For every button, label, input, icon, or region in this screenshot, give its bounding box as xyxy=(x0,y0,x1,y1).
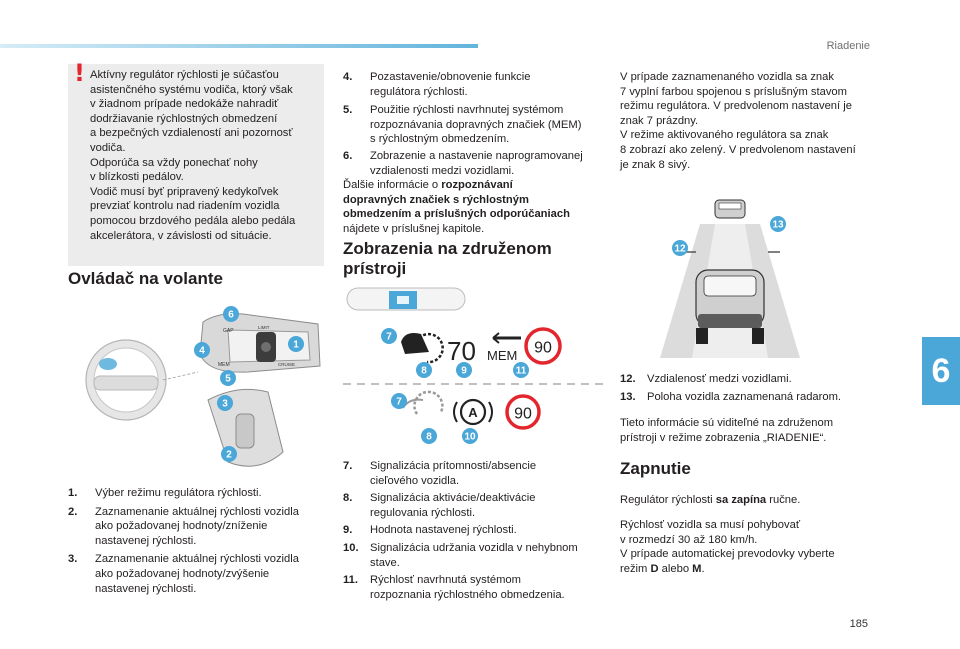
callout-1: 1 xyxy=(288,336,304,352)
mem-label: MEM xyxy=(218,362,230,368)
callout-5: 5 xyxy=(220,370,236,386)
svg-text:5: 5 xyxy=(225,374,231,385)
page-number: 185 xyxy=(849,618,868,630)
warning-text: Aktívny regulátor rýchlosti je súčasťou … xyxy=(90,69,296,242)
col1-list: 1.Výber režimu regulátora rýchlosti. 2.Z… xyxy=(68,486,328,600)
svg-text:2: 2 xyxy=(226,450,232,461)
col3-paragraph-3: Regulátor rýchlosti sa zapína ručne. xyxy=(620,494,801,506)
callout-3: 3 xyxy=(217,395,233,411)
heading-zobrazenia: Zobrazenia na združenom prístroji xyxy=(343,239,552,278)
speedometer-grey-icon xyxy=(413,390,444,415)
svg-text:13: 13 xyxy=(772,220,784,231)
svg-text:90: 90 xyxy=(534,340,552,357)
speed-limit-sign-icon-2 xyxy=(505,394,541,430)
speedometer-icon xyxy=(418,332,444,364)
list-item: 7.Signalizácia prítomnosti/absencie cieľ… xyxy=(343,460,537,487)
warning-icon: ! xyxy=(74,59,85,87)
callout-8b: 8 xyxy=(421,428,437,444)
svg-text:7: 7 xyxy=(396,397,402,408)
callout-13: 13 xyxy=(770,216,786,232)
col2-list-top: 4.Pozastavenie/obnovenie funkcie regulát… xyxy=(343,70,603,178)
callout-11: 11 xyxy=(513,362,529,378)
set-speed-value: 70 xyxy=(447,336,476,366)
list-item: 4.Pozastavenie/obnovenie funkcie regulát… xyxy=(343,71,531,98)
cruise-label: CRUISE xyxy=(278,362,295,367)
radar-figure: 13 12 xyxy=(660,199,800,358)
svg-text:12: 12 xyxy=(674,244,686,255)
callout-10: 10 xyxy=(462,428,478,444)
heading-zapnutie: Zapnutie xyxy=(620,459,691,478)
list-item: 13.Poloha vozidla zaznamenaná radarom. xyxy=(620,390,842,403)
limit-label: LIMIT xyxy=(258,325,270,330)
target-vehicle-icon xyxy=(401,333,429,354)
callout-12: 12 xyxy=(672,240,688,256)
speed-limit-sign-icon xyxy=(524,327,562,365)
list-item: 10.Signalizácia udržania vozidla v nehyb… xyxy=(343,541,578,569)
svg-text:11: 11 xyxy=(516,366,527,377)
col3-paragraph-2: Tieto informácie sú viditeľné na združen… xyxy=(620,417,834,444)
callout-7: 7 xyxy=(381,328,397,344)
svg-text:9: 9 xyxy=(461,366,467,377)
col3-list: 12.Vzdialenosť medzi vozidlami. 13.Poloh… xyxy=(620,372,882,408)
cluster-display-figure: 70 MEM 90 A 90 7 8 9 11 7 8 10 xyxy=(343,287,605,444)
svg-text:90: 90 xyxy=(514,406,532,423)
gap-label: GAP xyxy=(223,328,234,334)
col2-list-bottom: 7.Signalizácia prítomnosti/absencie cieľ… xyxy=(343,459,605,606)
header-accent-bar xyxy=(0,44,478,48)
callout-7b: 7 xyxy=(391,393,407,409)
list-item: 2.Zaznamenanie aktuálnej rýchlosti vozid… xyxy=(68,505,299,547)
heading-ovladac: Ovládač na volante xyxy=(68,269,223,288)
list-item: 6.Zobrazenie a nastavenie naprogramovane… xyxy=(343,149,583,177)
mem-display-label: MEM xyxy=(487,348,517,363)
steering-control-figure: GAP MEM LIMIT CRUISE 6 4 1 5 3 2 xyxy=(68,302,333,474)
list-item: 9.Hodnota nastavenej rýchlosti. xyxy=(343,524,517,537)
svg-text:6: 6 xyxy=(228,310,234,321)
svg-text:1: 1 xyxy=(293,340,299,351)
more-info-paragraph: Ďalšie informácie o rozpoznávaní dopravn… xyxy=(343,179,570,235)
list-item: 11.Rýchlosť navrhnutá systémom rozpoznan… xyxy=(343,574,565,601)
svg-text:10: 10 xyxy=(464,432,476,443)
callout-9: 9 xyxy=(456,362,472,378)
callout-4: 4 xyxy=(194,342,210,358)
callout-6: 6 xyxy=(223,306,239,322)
svg-text:A: A xyxy=(468,405,478,420)
auto-hold-icon xyxy=(459,398,487,426)
svg-text:8: 8 xyxy=(421,366,427,377)
col3-paragraph-4: Rýchlosť vozidla sa musí pohybovať v roz… xyxy=(620,519,835,575)
svg-text:3: 3 xyxy=(222,399,228,410)
list-item: 12.Vzdialenosť medzi vozidlami. xyxy=(620,373,792,385)
list-item: 1.Výber režimu regulátora rýchlosti. xyxy=(68,487,262,499)
callout-8: 8 xyxy=(416,362,432,378)
list-item: 5.Použitie rýchlosti navrhnutej systémom… xyxy=(343,104,582,146)
svg-text:8: 8 xyxy=(426,432,432,443)
warning-box: ! Aktívny regulátor rýchlosti je súčasťo… xyxy=(68,59,324,266)
list-item: 8.Signalizácia aktivácie/deaktivácie reg… xyxy=(343,492,536,519)
section-title: Riadenie xyxy=(826,40,870,52)
callout-2: 2 xyxy=(221,446,237,462)
list-item: 3.Zaznamenanie aktuálnej rýchlosti vozid… xyxy=(68,553,299,595)
col3-paragraph-1: V prípade zaznamenaného vozidla sa znak … xyxy=(620,71,856,171)
svg-text:4: 4 xyxy=(199,346,205,357)
svg-text:7: 7 xyxy=(386,332,392,343)
chapter-tab: 6 xyxy=(922,337,960,405)
